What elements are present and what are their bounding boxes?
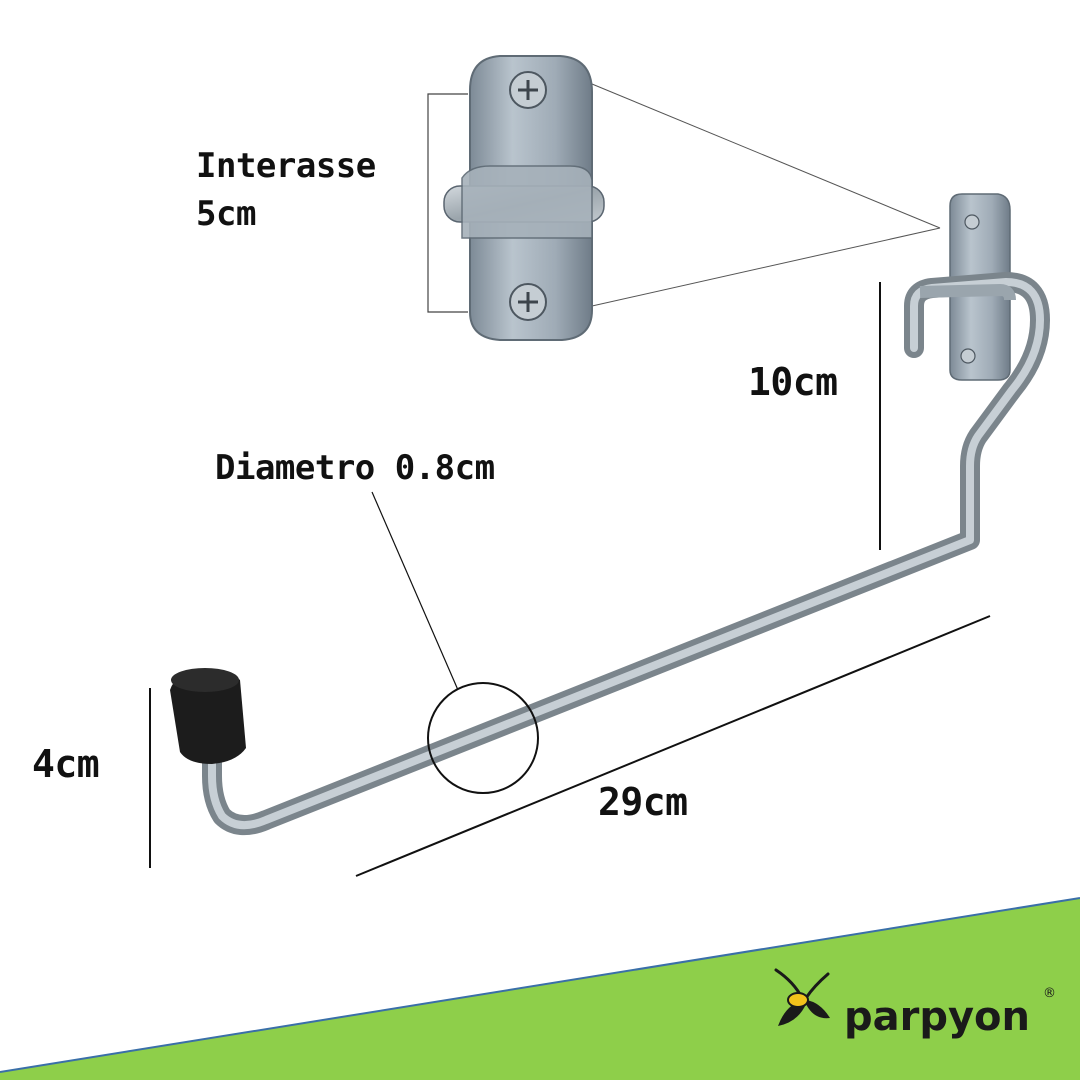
butterfly-icon [774,968,830,1026]
zoom-line-bottom [591,227,941,307]
brand-logo: parpyon ® [768,958,1068,1054]
interasse-bracket [427,93,468,313]
length-label: 29cm [598,780,688,824]
interasse-label-line1: Interasse [196,146,376,186]
registered-mark: ® [1043,986,1056,1001]
diameter-leader [371,491,459,691]
hook-bracket-front [919,283,1016,301]
hook-height-label: 10cm [748,360,838,404]
interasse-label: Interasse 5cm [196,142,376,238]
rubber-tip [170,668,246,764]
brand-name: parpyon [844,994,1031,1040]
dim-29cm-line [355,615,991,877]
band-edge-line [0,897,1080,1073]
zoomed-plate [443,55,605,341]
diameter-label: Diametro 0.8cm [215,448,495,488]
green-band [0,898,1080,1080]
zoom-line-top [591,83,941,229]
tip-height-label: 4cm [32,742,100,786]
hook-rod [202,272,1050,836]
diameter-circle [427,682,539,794]
interasse-label-line2: 5cm [196,194,256,234]
